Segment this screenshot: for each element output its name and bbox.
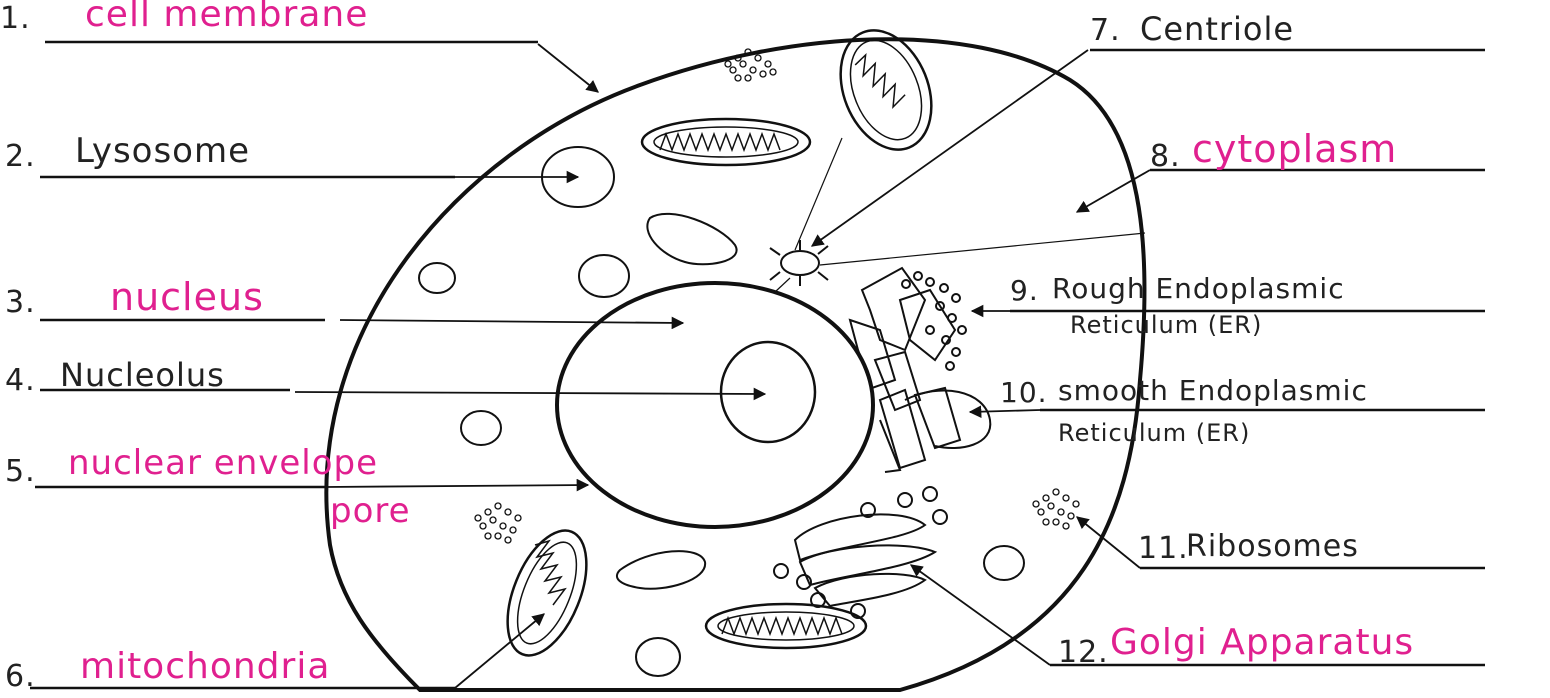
label-8-answer: cytoplasm	[1192, 132, 1397, 166]
label-6-answer: mitochondria	[80, 650, 330, 684]
vesicle	[984, 546, 1024, 580]
label-1-number: 1.	[0, 2, 31, 36]
label-10-line2: Reticulum (ER)	[1058, 420, 1250, 446]
label-10-text: smooth Endoplasmic	[1058, 378, 1368, 404]
label-3-answer: nucleus	[110, 280, 264, 314]
arrow-nucleolus	[295, 392, 765, 394]
mitochondrion	[642, 119, 810, 165]
arrow-mitochondria	[455, 614, 544, 688]
label-2-text: Lysosome	[75, 134, 250, 168]
arrow-centriole	[812, 50, 1088, 246]
nucleolus-shape	[721, 342, 815, 442]
arrow-golgi	[911, 565, 1050, 665]
label-10-number: 10.	[1000, 380, 1048, 406]
label-7-number: 7.	[1090, 14, 1121, 48]
label-9-text: Rough Endoplasmic	[1052, 276, 1345, 302]
label-6-number: 6.	[5, 660, 36, 694]
vesicle	[636, 638, 680, 676]
nucleus-envelope	[557, 283, 873, 527]
label-9-number: 9.	[1010, 278, 1039, 304]
label-12-answer: Golgi Apparatus	[1110, 626, 1414, 660]
label-5-number: 5.	[5, 455, 36, 489]
label-5-extra: pore	[330, 494, 411, 528]
label-7-text: Centriole	[1140, 12, 1294, 46]
label-11-text: Ribosomes	[1186, 530, 1359, 564]
label-8-number: 8.	[1150, 140, 1181, 174]
arrow-cell-membrane	[538, 44, 598, 92]
vacuole	[647, 214, 736, 264]
centriole-shape	[770, 240, 828, 286]
vacuole	[617, 551, 705, 589]
mitochondrion	[706, 604, 866, 648]
label-11-number: 11.	[1138, 532, 1189, 566]
label-1-answer: cell membrane	[85, 0, 368, 32]
vesicle	[419, 263, 455, 293]
ribosome-cluster	[725, 49, 776, 81]
ribosome-cluster	[1033, 489, 1079, 529]
label-12-number: 12.	[1058, 636, 1109, 670]
label-3-number: 3.	[5, 286, 36, 320]
ribosome-cluster	[475, 503, 521, 543]
smooth-er-shape	[880, 388, 990, 472]
label-9-line2: Reticulum (ER)	[1070, 312, 1262, 338]
vesicle	[461, 411, 501, 445]
label-4-text: Nucleolus	[60, 358, 225, 392]
label-5-answer: nuclear envelope	[68, 446, 378, 480]
label-2-number: 2.	[5, 140, 36, 174]
thin-guide-lines	[775, 138, 1145, 292]
vesicle	[579, 255, 629, 297]
arrow-nuclear-pore	[325, 485, 588, 487]
pointer-arrows	[295, 44, 1150, 688]
arrow-nucleus	[340, 320, 683, 323]
arrow-smooth-er	[970, 410, 1040, 412]
label-4-number: 4.	[5, 364, 36, 398]
rough-er-shape	[850, 268, 966, 410]
cell-membrane	[326, 39, 1144, 690]
